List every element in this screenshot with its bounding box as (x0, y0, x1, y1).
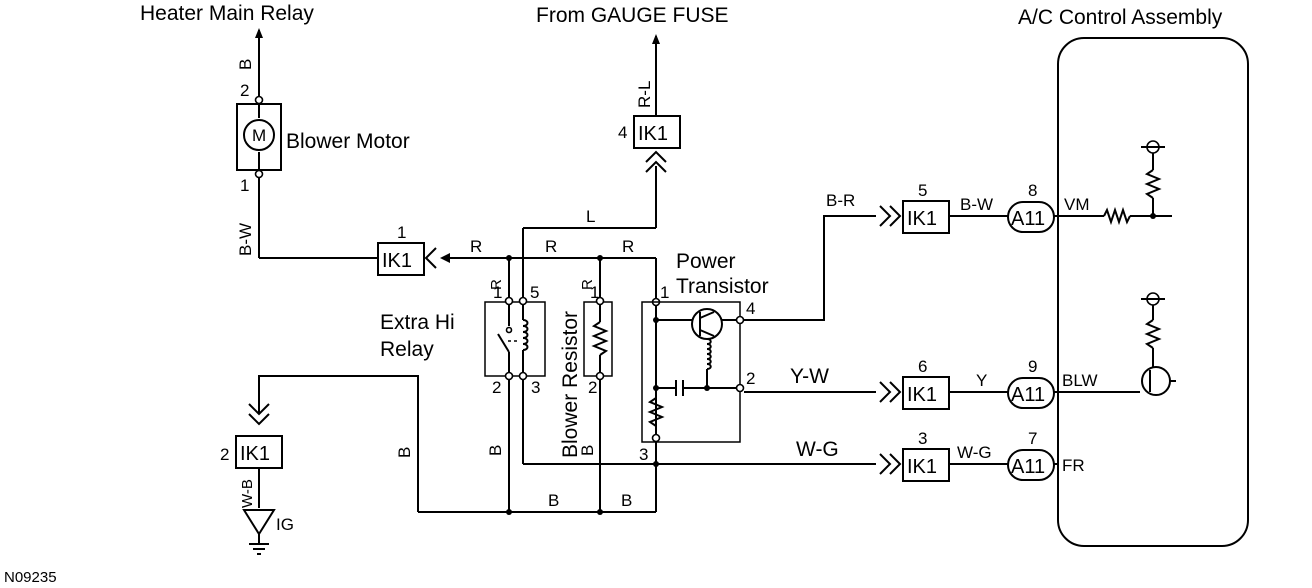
connector-ik1-left-label: IK1 (382, 250, 412, 272)
pin-a11-blw: 9 (1028, 357, 1037, 376)
gauge-fuse-branch: R-L 4 IK1 L (522, 34, 681, 298)
wire-label-r2: R (545, 237, 557, 256)
label-power-line1: Power (676, 250, 736, 273)
connector-a11-fr-label: A11 (1011, 456, 1045, 478)
motor-symbol: M (252, 126, 266, 145)
wire-label-b-left: B (395, 447, 414, 458)
connector-ik1-gauge-label: IK1 (638, 123, 668, 145)
transistor-icon (691, 308, 723, 340)
connector-ik1-wg-label: IK1 (907, 456, 937, 478)
terminal-motor-top (254, 95, 264, 105)
wire-b-r (744, 215, 876, 321)
wire-label-vm: VM (1064, 195, 1090, 214)
connector-a11-blw-label: A11 (1011, 384, 1045, 406)
wire-label-b-bottom2: B (621, 491, 632, 510)
wire-label-y: Y (976, 371, 987, 390)
wire-label-b-top: B (236, 59, 255, 70)
wire-label-b-w-ac: B-W (960, 195, 993, 214)
pin-ik1-ig: 2 (220, 445, 229, 464)
pin-motor-bottom: 1 (240, 176, 249, 195)
wire-label-b-resistor: B (578, 445, 597, 456)
blower-resistor-box (583, 301, 613, 377)
pin-ik1-gauge: 4 (618, 123, 627, 142)
pin-ik1-yw: 6 (918, 357, 927, 376)
pin-transistor-4: 4 (746, 299, 755, 318)
pin-relay-2: 2 (492, 378, 501, 397)
pin-ik1-wg: 3 (918, 429, 927, 448)
chevron-ik1-left (424, 247, 437, 269)
wire-label-r1: R (470, 237, 482, 256)
label-power-line2: Transistor (676, 275, 769, 298)
pin-relay-3: 3 (531, 378, 540, 397)
wire-label-blw: BLW (1062, 371, 1098, 390)
wire-label-b-bottom1: B (548, 491, 559, 510)
connector-ik1-gauge (633, 115, 681, 149)
wire-label-w-g: W-G (796, 438, 839, 461)
pin-ik1-br: 5 (918, 181, 927, 200)
wire-label-r-resistor: R (579, 279, 596, 290)
motor-icon (243, 119, 275, 151)
power-transistor: Power Transistor 1 4 2 3 (639, 250, 769, 512)
blower-motor-branch: B 2 M 1 Blower Motor B-W 1 IK1 R R R (236, 28, 656, 276)
connector-ik1-yw-label: IK1 (907, 384, 937, 406)
pin-a11-fr: 7 (1028, 429, 1037, 448)
connector-ik1-ig-label: IK1 (240, 443, 270, 465)
relay-switch (497, 333, 510, 353)
pin-resistor-2: 2 (588, 378, 597, 397)
wire-label-b-w: B-W (236, 223, 255, 256)
title-heater-main-relay: Heater Main Relay (140, 2, 314, 25)
label-extra-hi-line1: Extra Hi (380, 311, 455, 334)
wire-label-r3: R (622, 237, 634, 256)
pin-ik1-left: 1 (397, 223, 406, 242)
arrow-r-left (440, 253, 450, 263)
extra-hi-relay: Extra Hi Relay R 1 5 2 3 B (380, 258, 656, 512)
label-ig: IG (276, 515, 294, 534)
pin-relay-1: 1 (493, 283, 502, 302)
pin-a11-vm: 8 (1028, 181, 1037, 200)
pin-transistor-3: 3 (639, 445, 648, 464)
wire-label-b-relay: B (486, 445, 505, 456)
wire-label-b-r: B-R (826, 191, 855, 210)
ground-branch: B 2 IK1 W-B IG (220, 375, 419, 555)
pin-resistor-1: 1 (590, 283, 599, 302)
title-ac-control-assembly: A/C Control Assembly (1018, 6, 1223, 29)
terminal-motor-bottom (254, 169, 264, 179)
wire-label-w-b: W-B (239, 479, 256, 508)
pin-motor-top: 2 (240, 81, 249, 100)
relay-coil (522, 319, 529, 351)
pin-relay-5: 5 (530, 283, 539, 302)
resistor-zigzag (591, 321, 609, 356)
ac-control-assembly-box (1057, 37, 1249, 547)
arrow-gauge-fuse (652, 34, 660, 44)
pin-transistor-2: 2 (746, 369, 755, 388)
wire-label-y-w: Y-W (790, 365, 829, 388)
chevron-ik1-gauge (645, 150, 667, 163)
label-blower-resistor: Blower Resistor (559, 311, 582, 458)
wire-b-left (258, 375, 419, 512)
connector-ik1-left (377, 242, 425, 276)
blower-resistor: Blower Resistor R 1 2 B (559, 258, 613, 512)
connector-ik1-br-label: IK1 (907, 208, 937, 230)
wire-label-r-relay: R (488, 279, 505, 290)
wire-label-r-l: R-L (635, 81, 654, 108)
ac-transistor-icon (1141, 366, 1171, 396)
wire-label-l: L (586, 207, 595, 226)
label-blower-motor: Blower Motor (286, 130, 410, 153)
wire-label-fr: FR (1062, 456, 1085, 475)
pin-transistor-1: 1 (660, 283, 669, 302)
wire-label-w-g-ac: W-G (957, 443, 992, 462)
connector-ik1-br (902, 200, 950, 234)
ig-ground-symbol (242, 509, 276, 536)
figure-code: N09235 (4, 569, 57, 586)
ac-wiring: B-R 5 IK1 B-W 8 A11 VM Y-W 6 IK1 Y 9 A11 (653, 140, 1176, 482)
extra-hi-relay-box (484, 301, 546, 377)
power-transistor-box (641, 301, 741, 443)
arrow-heater-relay (255, 28, 263, 38)
connector-a11-vm-label: A11 (1011, 208, 1045, 230)
label-extra-hi-line2: Relay (380, 338, 434, 361)
title-from-gauge-fuse: From GAUGE FUSE (536, 4, 729, 27)
